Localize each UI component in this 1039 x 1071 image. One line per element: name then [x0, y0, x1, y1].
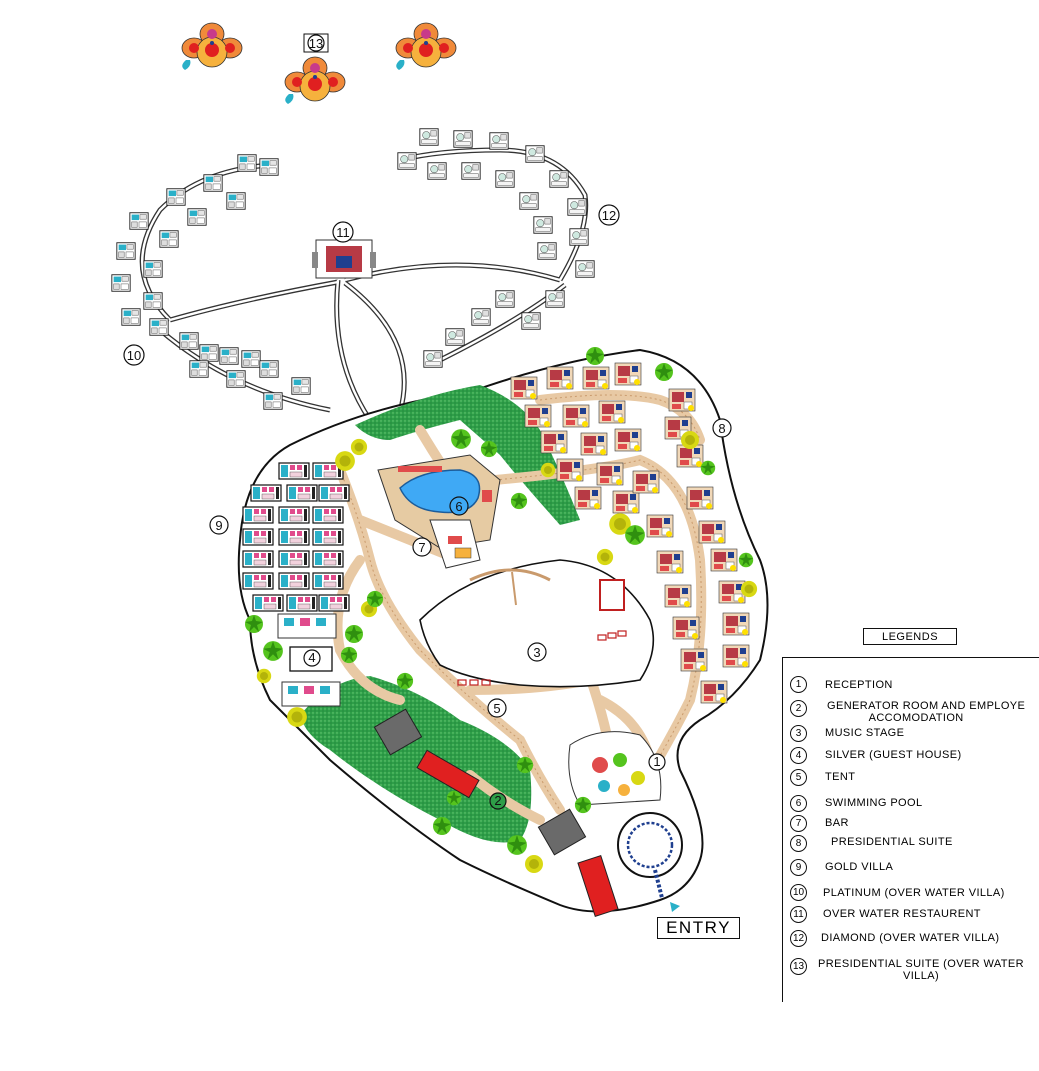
- svg-text:8: 8: [718, 421, 725, 436]
- zone-marker-5: 5: [487, 698, 507, 718]
- zone-marker-12: 12: [598, 204, 620, 226]
- legend-label: BAR: [825, 817, 849, 829]
- legend-item-platinum: 10 PLATINUM (OVER WATER VILLA): [790, 884, 1039, 901]
- zone-marker-9: 9: [209, 515, 229, 535]
- legend-item-swimming-pool: 6 SWIMMING POOL: [790, 795, 1039, 812]
- zone-marker-1: 1: [648, 753, 666, 771]
- legend-num: 3: [790, 725, 807, 742]
- svg-text:5: 5: [493, 701, 500, 716]
- legend-label: SWIMMING POOL: [825, 797, 923, 809]
- platinum-villas: [111, 154, 311, 410]
- legend-num: 1: [790, 676, 807, 693]
- zone-marker-11: 11: [332, 221, 354, 243]
- legend-label: PLATINUM (OVER WATER VILLA): [823, 887, 1005, 899]
- legend-label: GENERATOR ROOM AND EMPLOYE ACCOMODATION: [827, 700, 1025, 724]
- zone-marker-3: 3: [527, 642, 547, 662]
- legend-label: PRESIDENTIAL SUITE (OVER WATER VILLA): [811, 958, 1031, 982]
- legend-num: 9: [790, 859, 807, 876]
- legend-title: LEGENDS: [863, 628, 957, 645]
- legend-panel: [782, 657, 1039, 1002]
- zone-marker-6: 6: [449, 496, 469, 516]
- legend-num: 13: [790, 958, 807, 975]
- entry-label: ENTRY: [657, 917, 740, 939]
- legend-num: 10: [790, 884, 807, 901]
- zone-marker-7: 7: [412, 537, 432, 557]
- reception-area: [568, 731, 683, 912]
- legend-item-reception: 1 RECEPTION: [790, 676, 1039, 693]
- svg-text:6: 6: [455, 499, 462, 514]
- legend-item-diamond: 12 DIAMOND (OVER WATER VILLA): [790, 930, 1039, 947]
- legend-label: GOLD VILLA: [825, 861, 894, 873]
- legend-item-tent: 5 TENT: [790, 769, 1039, 786]
- svg-text:2: 2: [494, 793, 501, 808]
- zone-marker-2: 2: [489, 792, 507, 810]
- legend-num: 2: [790, 700, 807, 717]
- svg-text:11: 11: [336, 225, 350, 240]
- legend-label: TENT: [825, 771, 856, 783]
- svg-text:7: 7: [418, 540, 425, 555]
- svg-text:10: 10: [127, 348, 141, 363]
- legend-num: 8: [790, 835, 807, 852]
- legend-label: OVER WATER RESTAURENT: [823, 908, 981, 920]
- legend-label: RECEPTION: [825, 679, 893, 691]
- legend-item-generator-room: 2 GENERATOR ROOM AND EMPLOYE ACCOMODATIO…: [790, 700, 1039, 724]
- legend-item-overwater-restaurant: 11 OVER WATER RESTAURENT: [790, 906, 1039, 923]
- legend-label-line2: VILLA): [902, 970, 940, 982]
- svg-text:9: 9: [215, 518, 222, 533]
- legend-label-line1: PRESIDENTIAL SUITE (OVER WATER: [818, 958, 1024, 970]
- legend-num: 7: [790, 815, 807, 832]
- legend-num: 6: [790, 795, 807, 812]
- svg-text:1: 1: [653, 754, 660, 769]
- legend-item-bar: 7 BAR: [790, 815, 1039, 832]
- legend-item-presidential-overwater: 13 PRESIDENTIAL SUITE (OVER WATER VILLA): [790, 958, 1039, 982]
- legend-item-music-stage: 3 MUSIC STAGE: [790, 725, 1039, 742]
- legend-item-presidential-suite: 8 PRESIDENTIAL SUITE: [790, 835, 1039, 852]
- legend-label-line2: ACCOMODATION: [868, 712, 964, 724]
- legend-num: 5: [790, 769, 807, 786]
- legend-item-silver: 4 SILVER (GUEST HOUSE): [790, 747, 1039, 764]
- legend-label: MUSIC STAGE: [825, 727, 905, 739]
- legend-label: DIAMOND (OVER WATER VILLA): [821, 932, 1000, 944]
- svg-text:13: 13: [309, 36, 323, 51]
- gold-villas: [242, 462, 350, 612]
- bar-building: [429, 519, 481, 569]
- legend-item-gold-villa: 9 GOLD VILLA: [790, 859, 1039, 876]
- legend-label: PRESIDENTIAL SUITE: [831, 836, 953, 848]
- legend-label-line1: GENERATOR ROOM AND EMPLOYE: [827, 700, 1026, 712]
- zone-2-lawn: [300, 676, 532, 843]
- svg-text:4: 4: [308, 650, 315, 665]
- generator-blocks: [373, 708, 619, 917]
- legend-num: 11: [790, 906, 807, 923]
- zone-markers: 1 2 3 4 5 6 7 8 9 10 11 12 13: [123, 33, 732, 810]
- zone-marker-10: 10: [123, 344, 145, 366]
- legend-num: 12: [790, 930, 807, 947]
- zone-marker-4: 4: [303, 649, 321, 667]
- legend-num: 4: [790, 747, 807, 764]
- overwater-restaurant: [312, 239, 376, 279]
- svg-text:12: 12: [602, 208, 616, 223]
- legend-label: SILVER (GUEST HOUSE): [825, 749, 962, 761]
- zone-marker-13: 13: [303, 33, 329, 53]
- zone-marker-8: 8: [712, 418, 732, 438]
- svg-text:3: 3: [533, 645, 540, 660]
- music-stage: [419, 559, 655, 688]
